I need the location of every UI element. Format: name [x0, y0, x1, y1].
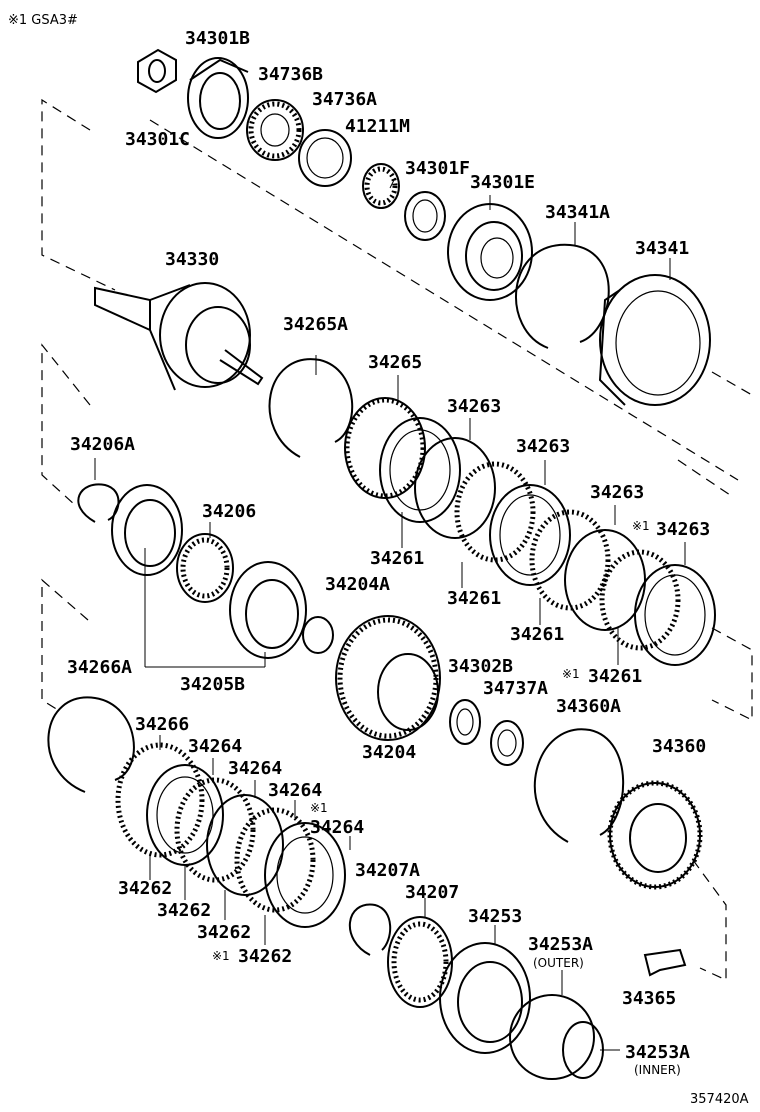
part-label-34261-3: 34261: [510, 624, 564, 645]
mark-34261-4: ※1: [562, 667, 580, 681]
bearing-34736b: [246, 99, 304, 161]
part-label-34737a: 34737A: [483, 678, 548, 699]
shaft-assembly-34330: [94, 282, 264, 391]
snap-ring-34266a: [47, 696, 135, 793]
clutch-pack-upper: [344, 397, 716, 666]
seal-34253a-outer: [509, 994, 595, 1080]
part-label-34360a: 34360A: [556, 696, 621, 717]
race-34737a: [490, 720, 524, 766]
snap-ring-34207a: [348, 903, 392, 956]
inner-note: (INNER): [634, 1063, 681, 1077]
part-label-34262-3: 34262: [197, 922, 251, 943]
seal-34253a-inner: [562, 1021, 604, 1079]
leader-lines: [94, 177, 686, 1051]
assembly-guide-lines: [41, 98, 753, 981]
part-label-34302b: 34302B: [448, 656, 513, 677]
part-label-34261-4: 34261: [588, 666, 642, 687]
part-label-34261-2: 34261: [447, 588, 501, 609]
part-label-34301b: 34301B: [185, 28, 250, 49]
lock-nut-34301c: [137, 48, 177, 94]
snap-ring-34341a: [515, 243, 610, 349]
gear-34204: [335, 615, 441, 741]
part-label-34262-2: 34262: [157, 900, 211, 921]
part-label-34206a: 34206A: [70, 434, 135, 455]
bearing-34206: [176, 533, 234, 603]
drum-34301e: [447, 203, 533, 301]
part-label-34365: 34365: [622, 988, 676, 1009]
part-label-34263-4: 34263: [656, 519, 710, 540]
hub-34360: [607, 780, 703, 890]
part-label-34253a-inner: 34253A: [625, 1042, 690, 1063]
part-label-34301c: 34301C: [125, 129, 190, 150]
clutch-drum-34341: [598, 274, 711, 406]
part-label-34265: 34265: [368, 352, 422, 373]
snap-ring-34265a: [268, 358, 354, 458]
part-label-34204a: 34204A: [325, 574, 390, 595]
part-label-34263-1: 34263: [447, 396, 501, 417]
part-label-34262-4: 34262: [238, 946, 292, 967]
part-label-34264-4: 34264: [310, 817, 364, 838]
o-ring-34204a: [302, 616, 334, 654]
mark-34262-4: ※1: [212, 949, 230, 963]
part-label-34253a-outer: 34253A: [528, 934, 593, 955]
needle-bearing-41211m: [362, 163, 400, 209]
mark-34264-4: ※1: [310, 801, 328, 815]
part-label-34266a: 34266A: [67, 657, 132, 678]
part-label-34204: 34204: [362, 742, 416, 763]
part-label-34265a: 34265A: [283, 314, 348, 335]
part-label-34205b: 34205B: [180, 674, 245, 695]
part-label-34207a: 34207A: [355, 860, 420, 881]
figure-code: 357420A: [690, 1092, 749, 1107]
part-label-34736a: 34736A: [312, 89, 377, 110]
part-label-34341a: 34341A: [545, 202, 610, 223]
part-label-34330: 34330: [165, 249, 219, 270]
part-label-34263-3: 34263: [590, 482, 644, 503]
part-label-34207: 34207: [405, 882, 459, 903]
bearing-34301b: [187, 57, 249, 139]
part-label-34301e: 34301E: [470, 172, 535, 193]
race-34302b: [449, 699, 481, 745]
outer-note: (OUTER): [533, 956, 584, 970]
part-label-34266: 34266: [135, 714, 189, 735]
piston-34253: [439, 942, 531, 1054]
applicability-note: ※1 GSA3#: [8, 13, 78, 28]
part-label-34736b: 34736B: [258, 64, 323, 85]
part-label-34262-1: 34262: [118, 878, 172, 899]
piston-34205b-inner: [229, 561, 307, 659]
part-label-34206: 34206: [202, 501, 256, 522]
part-label-34341: 34341: [635, 238, 689, 259]
piston-34205b-outer: [111, 484, 183, 576]
part-label-34360: 34360: [652, 736, 706, 757]
part-label-34301f: 34301F: [405, 158, 470, 179]
part-label-34264-1: 34264: [188, 736, 242, 757]
mark-34263-4: ※1: [632, 519, 650, 533]
part-label-34264-3: 34264: [268, 780, 322, 801]
bushing-34301f: [404, 191, 446, 241]
snap-ring-34206a: [77, 483, 120, 523]
bearing-34207: [387, 916, 453, 1008]
clip-34365: [643, 948, 687, 977]
race-34736a: [298, 129, 352, 187]
part-label-34263-2: 34263: [516, 436, 570, 457]
part-label-41211m: 41211M: [345, 116, 410, 137]
part-label-34253: 34253: [468, 906, 522, 927]
part-label-34264-2: 34264: [228, 758, 282, 779]
part-label-34261-1: 34261: [370, 548, 424, 569]
